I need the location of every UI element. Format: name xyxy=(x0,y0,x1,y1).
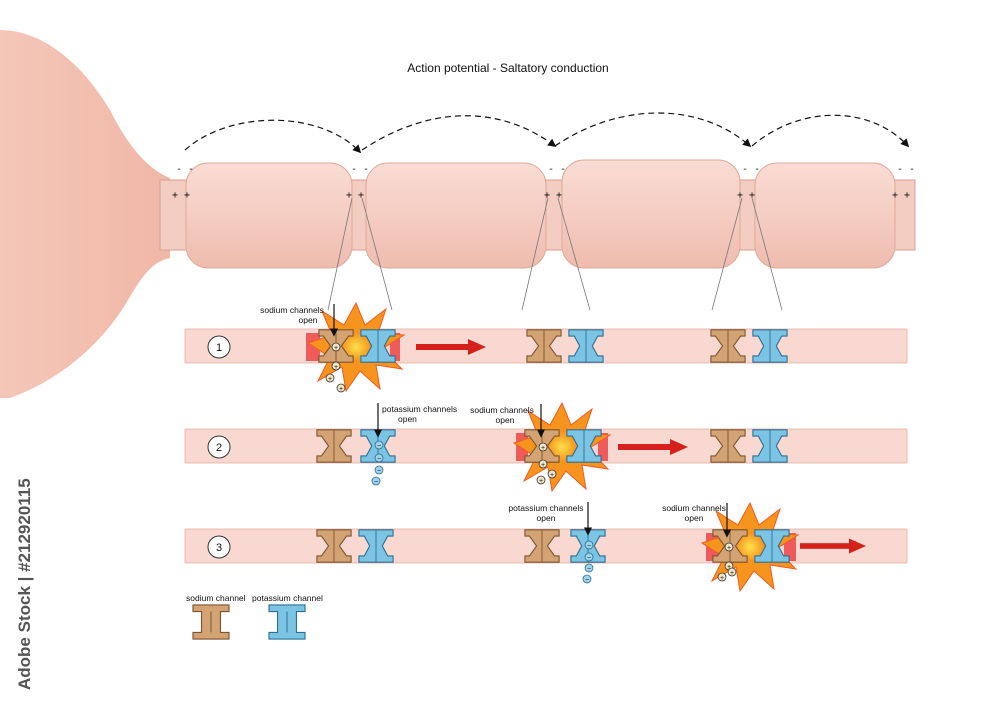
svg-text:−: − xyxy=(587,566,591,573)
charge-plus: + + xyxy=(172,190,190,201)
saltatory-jump-arrows xyxy=(184,112,910,154)
svg-text:−: − xyxy=(377,443,381,450)
charge-plus: + + xyxy=(346,190,364,201)
svg-text:−: − xyxy=(377,456,381,463)
myelin-segment xyxy=(561,159,741,269)
diagram-title: Action potential - Saltatory conduction xyxy=(407,61,608,75)
depolarized-zone xyxy=(390,333,400,361)
svg-text:+: + xyxy=(730,570,734,577)
svg-text:−: − xyxy=(585,577,589,584)
charge-plus: + + xyxy=(544,190,562,201)
sodium-ions: + + + + xyxy=(325,342,346,393)
svg-text:+: + xyxy=(339,386,343,393)
myelin-segment xyxy=(185,162,353,269)
cell-body xyxy=(0,30,170,398)
svg-text:+: + xyxy=(541,462,545,469)
legend-sodium-label: sodium channel xyxy=(186,593,246,603)
sodium-ions: + + + + xyxy=(717,542,737,582)
svg-text:+: + xyxy=(727,545,731,552)
charge-minus: - - xyxy=(897,164,915,175)
sodium-ions: + + + + xyxy=(536,442,557,485)
step-number: 1 xyxy=(216,342,222,354)
svg-text:+: + xyxy=(334,345,338,352)
stock-id-label: Adobe Stock | #212920115 xyxy=(15,478,34,690)
svg-text:+: + xyxy=(328,376,332,383)
svg-text:−: − xyxy=(377,468,381,475)
legend: sodium channel potassium channel xyxy=(186,593,323,640)
svg-text:+: + xyxy=(720,575,724,582)
charge-minus: - - xyxy=(176,164,194,175)
jump-arrow xyxy=(184,119,362,154)
jump-arrow xyxy=(554,112,752,148)
step-number: 3 xyxy=(216,542,222,554)
svg-text:+: + xyxy=(539,478,543,485)
myelin-segment xyxy=(754,162,896,269)
svg-text:+: + xyxy=(334,364,338,371)
step-marker-1: 1 xyxy=(207,335,231,359)
jump-arrow xyxy=(361,115,557,151)
svg-text:+: + xyxy=(550,472,554,479)
legend-potassium-label: potassium channel xyxy=(252,593,323,603)
step-marker-2: 2 xyxy=(207,435,231,459)
charge-plus: + + xyxy=(892,190,910,201)
charge-minus: - - xyxy=(351,164,369,175)
svg-text:−: − xyxy=(587,555,591,562)
charge-minus: - - xyxy=(742,164,760,175)
node-charges: - - + + - - + + - - + + - - + + - - + + xyxy=(172,164,915,201)
svg-text:−: − xyxy=(587,543,591,550)
svg-text:+: + xyxy=(541,445,545,452)
svg-text:+: + xyxy=(727,564,731,571)
step-number: 2 xyxy=(216,442,222,454)
charge-plus: + + xyxy=(737,190,755,201)
zoom-lines xyxy=(327,197,783,311)
jump-arrow xyxy=(751,114,910,148)
step-marker-3: 3 xyxy=(207,535,231,559)
potassium-channel-icon xyxy=(268,604,306,640)
sodium-channel-icon xyxy=(192,604,230,640)
myelin-sheath xyxy=(185,159,896,269)
potassium-ions: − − − − xyxy=(582,540,594,584)
potassium-ions: − − − − xyxy=(371,440,384,486)
svg-text:−: − xyxy=(374,479,378,486)
myelin-segment xyxy=(365,162,547,269)
charge-minus: - - xyxy=(548,164,566,175)
depolarized-zone xyxy=(598,433,608,461)
